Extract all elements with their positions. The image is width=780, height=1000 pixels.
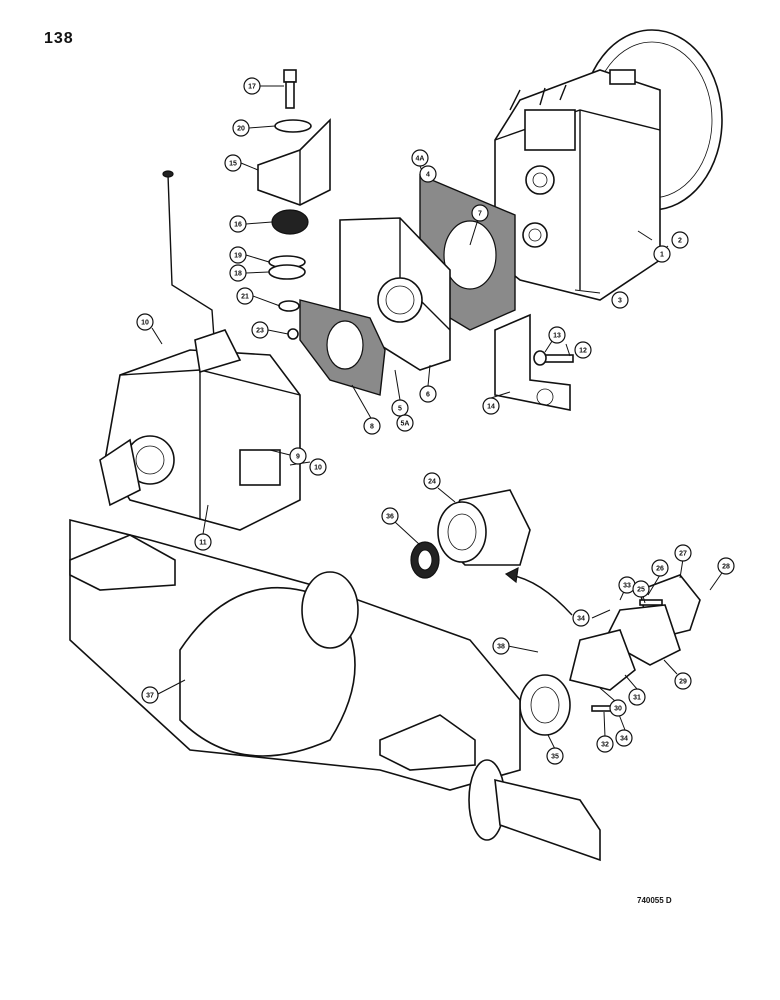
- callout-34-upper-label: 34: [577, 616, 585, 623]
- callout-20-label: 20: [237, 126, 245, 133]
- callout-17: 17: [243, 77, 261, 95]
- callout-12: 12: [574, 341, 592, 359]
- callout-23-label: 23: [256, 328, 264, 335]
- upper-mount-stack: [257, 69, 331, 340]
- callout-9: 9: [289, 447, 307, 465]
- callout-10-upper: 10: [136, 313, 154, 331]
- callout-38-label: 38: [497, 644, 505, 651]
- callout-18-label: 18: [234, 271, 242, 278]
- callout-11: 11: [194, 533, 212, 551]
- callout-31-label: 31: [633, 695, 641, 702]
- mount-bracket-14: [494, 313, 571, 411]
- callout-1: 1: [653, 245, 671, 263]
- callout-8-label: 8: [370, 424, 374, 431]
- callout-16: 16: [229, 215, 247, 233]
- callout-12-label: 12: [579, 348, 587, 355]
- callout-18: 18: [229, 264, 247, 282]
- callout-32-label: 32: [601, 742, 609, 749]
- callout-19-label: 19: [234, 253, 242, 260]
- callout-7: 7: [471, 204, 489, 222]
- gearbox-11: [99, 329, 301, 531]
- callout-19: 19: [229, 246, 247, 264]
- callout-2-label: 2: [678, 238, 682, 245]
- callout-31: 31: [628, 688, 646, 706]
- callout-29-label: 29: [679, 679, 687, 686]
- callout-25-label: 25: [637, 587, 645, 594]
- callout-24-label: 24: [428, 479, 436, 486]
- callout-30-label: 30: [614, 706, 622, 713]
- callout-6: 6: [419, 385, 437, 403]
- callout-10-lower: 10: [309, 458, 327, 476]
- callout-1-label: 1: [660, 252, 664, 259]
- callout-6-label: 6: [426, 392, 430, 399]
- callout-10-lower-label: 10: [314, 465, 322, 472]
- callout-34-lower-label: 34: [620, 736, 628, 743]
- callout-15: 15: [224, 154, 242, 172]
- callout-35-label: 35: [551, 754, 559, 761]
- differential-assembly-24: [410, 489, 531, 579]
- drawing-code: 740055 D: [637, 896, 672, 905]
- shift-lever: [167, 174, 215, 339]
- callout-9-label: 9: [296, 454, 300, 461]
- callout-26: 26: [651, 559, 669, 577]
- callout-23: 23: [251, 321, 269, 339]
- callout-37: 37: [141, 686, 159, 704]
- callout-30: 30: [609, 699, 627, 717]
- callout-33-label: 33: [623, 583, 631, 590]
- callout-29: 29: [674, 672, 692, 690]
- callout-11-label: 11: [199, 540, 207, 547]
- callout-4a: 4A: [411, 149, 429, 167]
- callout-34-upper: 34: [572, 609, 590, 627]
- callout-4: 4: [419, 165, 437, 183]
- callout-26-label: 26: [656, 566, 664, 573]
- callout-37-label: 37: [146, 693, 154, 700]
- callout-4a-label: 4A: [416, 156, 425, 163]
- callout-4-label: 4: [426, 172, 430, 179]
- callout-34-lower: 34: [615, 729, 633, 747]
- axle-housing-37: [69, 518, 601, 862]
- callout-24: 24: [423, 472, 441, 490]
- callout-28-label: 28: [722, 564, 730, 571]
- callout-5: 5: [391, 399, 409, 417]
- callout-2: 2: [671, 231, 689, 249]
- callout-21: 21: [236, 287, 254, 305]
- callout-17-label: 17: [248, 84, 256, 91]
- callout-8: 8: [363, 417, 381, 435]
- callout-14-label: 14: [487, 404, 495, 411]
- callout-7-label: 7: [478, 211, 482, 218]
- callout-38: 38: [492, 637, 510, 655]
- callout-5a: 5A: [396, 414, 414, 432]
- callout-16-label: 16: [234, 222, 242, 229]
- callout-21-label: 21: [241, 294, 249, 301]
- callout-36-label: 36: [386, 514, 394, 521]
- assembly-arrow: [509, 574, 573, 616]
- callout-27: 27: [674, 544, 692, 562]
- callout-5a-label: 5A: [401, 421, 410, 428]
- callouts: 17 20 15 16 19 18 21 23 10 4A 4 7 1 2 3 …: [136, 77, 735, 765]
- callout-20: 20: [232, 119, 250, 137]
- callout-35: 35: [546, 747, 564, 765]
- callout-27-label: 27: [679, 551, 687, 558]
- transmission-assembly: [494, 29, 723, 301]
- callout-13: 13: [548, 326, 566, 344]
- callout-25: 25: [632, 580, 650, 598]
- callout-3-label: 3: [618, 298, 622, 305]
- callout-14: 14: [482, 397, 500, 415]
- callout-10-upper-label: 10: [141, 320, 149, 327]
- carrier-parts: [519, 574, 701, 736]
- callout-32: 32: [596, 735, 614, 753]
- callout-28: 28: [717, 557, 735, 575]
- page-number: 138: [44, 30, 74, 47]
- callout-36: 36: [381, 507, 399, 525]
- callout-5-label: 5: [398, 406, 402, 413]
- callout-15-label: 15: [229, 161, 237, 168]
- callout-3: 3: [611, 291, 629, 309]
- callout-13-label: 13: [553, 333, 561, 340]
